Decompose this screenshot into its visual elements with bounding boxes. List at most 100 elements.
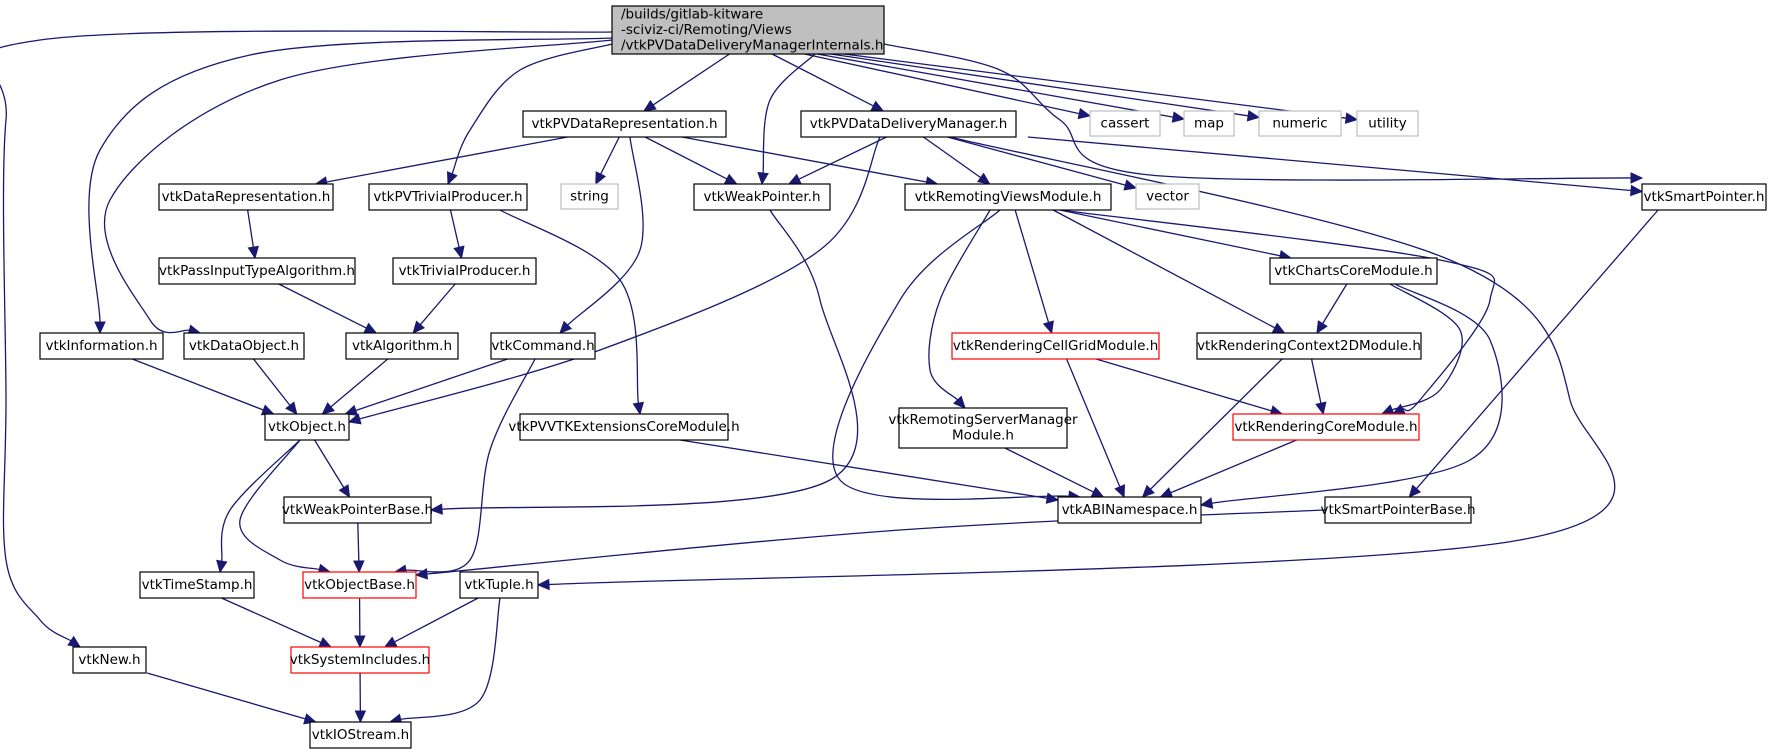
arrowhead-icon [536,578,550,591]
arrowhead-icon [429,503,443,515]
node-label: vtkIOStream.h [312,727,409,743]
arrowhead-icon [260,404,275,416]
node-label: vtkNew.h [78,652,140,668]
arrowhead-icon [453,245,465,260]
edge-new-to-iostream [146,672,306,720]
node-label: vtkWeakPointer.h [703,189,820,205]
node-box [368,183,528,211]
node-root[interactable]: /builds/gitlab-kitware-sciviz-ci/Remotin… [611,5,885,55]
arrowhead-icon [757,172,769,186]
node-label: vtkWeakPointerBase.h [282,502,433,518]
node-timestamp[interactable]: vtkTimeStamp.h [139,571,255,599]
node-smartptrbase[interactable]: vtkSmartPointerBase.h [1320,496,1476,524]
node-command[interactable]: vtkCommand.h [490,332,596,360]
node-box [309,721,412,749]
arrowhead-icon [1246,110,1261,122]
edge-remviews-to-cellgrid [1014,209,1050,323]
arrowhead-icon [642,99,657,112]
node-label: vtkRemotingViewsModule.h [915,189,1102,205]
arrowhead-icon [414,568,428,580]
arrowhead-icon [1141,484,1155,498]
arrowhead-icon [559,320,573,334]
node-dataobject[interactable]: vtkDataObject.h [183,332,305,360]
node-trivial[interactable]: vtkTrivialProducer.h [392,257,537,285]
node-box [1324,496,1472,524]
edge-context2d-to-rendcore [1310,358,1322,404]
edge-pvdatarep-to-command [567,136,644,326]
arrowhead-icon [412,320,426,334]
node-sysincludes[interactable]: vtkSystemIncludes.h [290,646,430,674]
node-pvtrivial[interactable]: vtkPVTrivialProducer.h [368,183,528,211]
node-datarep[interactable]: vtkDataRepresentation.h [158,183,334,211]
node-tuple[interactable]: vtkTuple.h [459,571,539,599]
node-box [1641,183,1767,211]
node-box [898,407,1068,449]
node-iostream[interactable]: vtkIOStream.h [309,721,412,749]
node-cellgrid[interactable]: vtkRenderingCellGridModule.h [951,332,1160,360]
node-box [611,5,885,55]
node-abins[interactable]: vtkABINamespace.h [1057,496,1202,524]
arrowhead-icon [344,404,359,416]
node-box [1183,110,1235,137]
edge-command-to-objectbase [405,358,536,573]
node-box [345,332,459,360]
node-box [490,332,596,360]
arrowhead-icon [1114,484,1125,499]
node-numeric: numeric [1258,110,1342,137]
edge-root-to-new [0,30,613,642]
node-pvddm[interactable]: vtkPVDataDeliveryManager.h [800,110,1017,138]
node-box [519,413,729,441]
edge-information-to-object [132,358,264,411]
node-pvdatarep[interactable]: vtkPVDataRepresentation.h [522,110,727,138]
node-label: -sciviz-ci/Remoting/Views [621,22,792,38]
arrowhead-icon [318,637,333,648]
arrowhead-icon [285,401,298,415]
arrowhead-icon [1344,112,1359,124]
edge-object-to-timestamp [220,439,301,562]
node-remviews[interactable]: vtkRemotingViewsModule.h [904,183,1112,211]
node-rendcore[interactable]: vtkRenderingCoreModule.h [1232,413,1420,441]
node-utility: utility [1356,110,1419,137]
edge-root-to-utility [843,53,1347,119]
node-pvvtkext[interactable]: vtkPVVTKExtensionsCoreModule.h [508,413,740,441]
node-label: vector [1146,188,1189,204]
node-object[interactable]: vtkObject.h [264,413,350,441]
arrowhead-icon [1123,179,1138,191]
node-new[interactable]: vtkNew.h [72,646,147,674]
node-algorithm[interactable]: vtkAlgorithm.h [345,332,459,360]
node-label: vtkABINamespace.h [1062,502,1198,518]
arrowhead-icon [952,395,966,409]
node-box [800,110,1017,138]
node-information[interactable]: vtkInformation.h [39,332,164,360]
node-smartptr[interactable]: vtkSmartPointer.h [1641,183,1767,211]
edge-pvdatarep-to-remviews [681,136,927,183]
edge-weakptrbase-to-objectbase [357,522,360,562]
node-box [290,646,430,674]
node-passinput[interactable]: vtkPassInputTypeAlgorithm.h [158,257,356,285]
node-charts[interactable]: vtkChartsCoreModule.h [1269,257,1438,285]
edge-cellgrid-to-abins [1065,358,1121,488]
arrowhead-icon [1630,172,1644,184]
node-weakptr[interactable]: vtkWeakPointer.h [693,183,831,211]
node-label: vtkTuple.h [464,577,533,593]
edge-object-to-objectbase [239,439,320,571]
arrowhead-icon [1077,107,1092,120]
node-box [139,571,255,599]
node-box [264,413,350,441]
node-label: vtkTimeStamp.h [142,577,253,593]
edge-weakptr-to-weakptrbase [441,209,859,510]
node-label: vtkPassInputTypeAlgorithm.h [159,263,355,279]
node-label: vtkTrivialProducer.h [399,263,531,279]
node-context2d[interactable]: vtkRenderingContext2DModule.h [1196,332,1422,360]
node-weakptrbase[interactable]: vtkWeakPointerBase.h [282,496,433,524]
node-box [183,332,305,360]
arrowhead-icon [595,171,607,186]
edge-pvddm-to-remviews [923,136,982,179]
edge-remviews-to-abins [832,209,1070,501]
node-label: /builds/gitlab-kitware [621,6,763,22]
node-objectbase[interactable]: vtkObjectBase.h [302,571,417,599]
edge-root-to-numeric [830,53,1249,117]
node-box [1057,496,1202,524]
